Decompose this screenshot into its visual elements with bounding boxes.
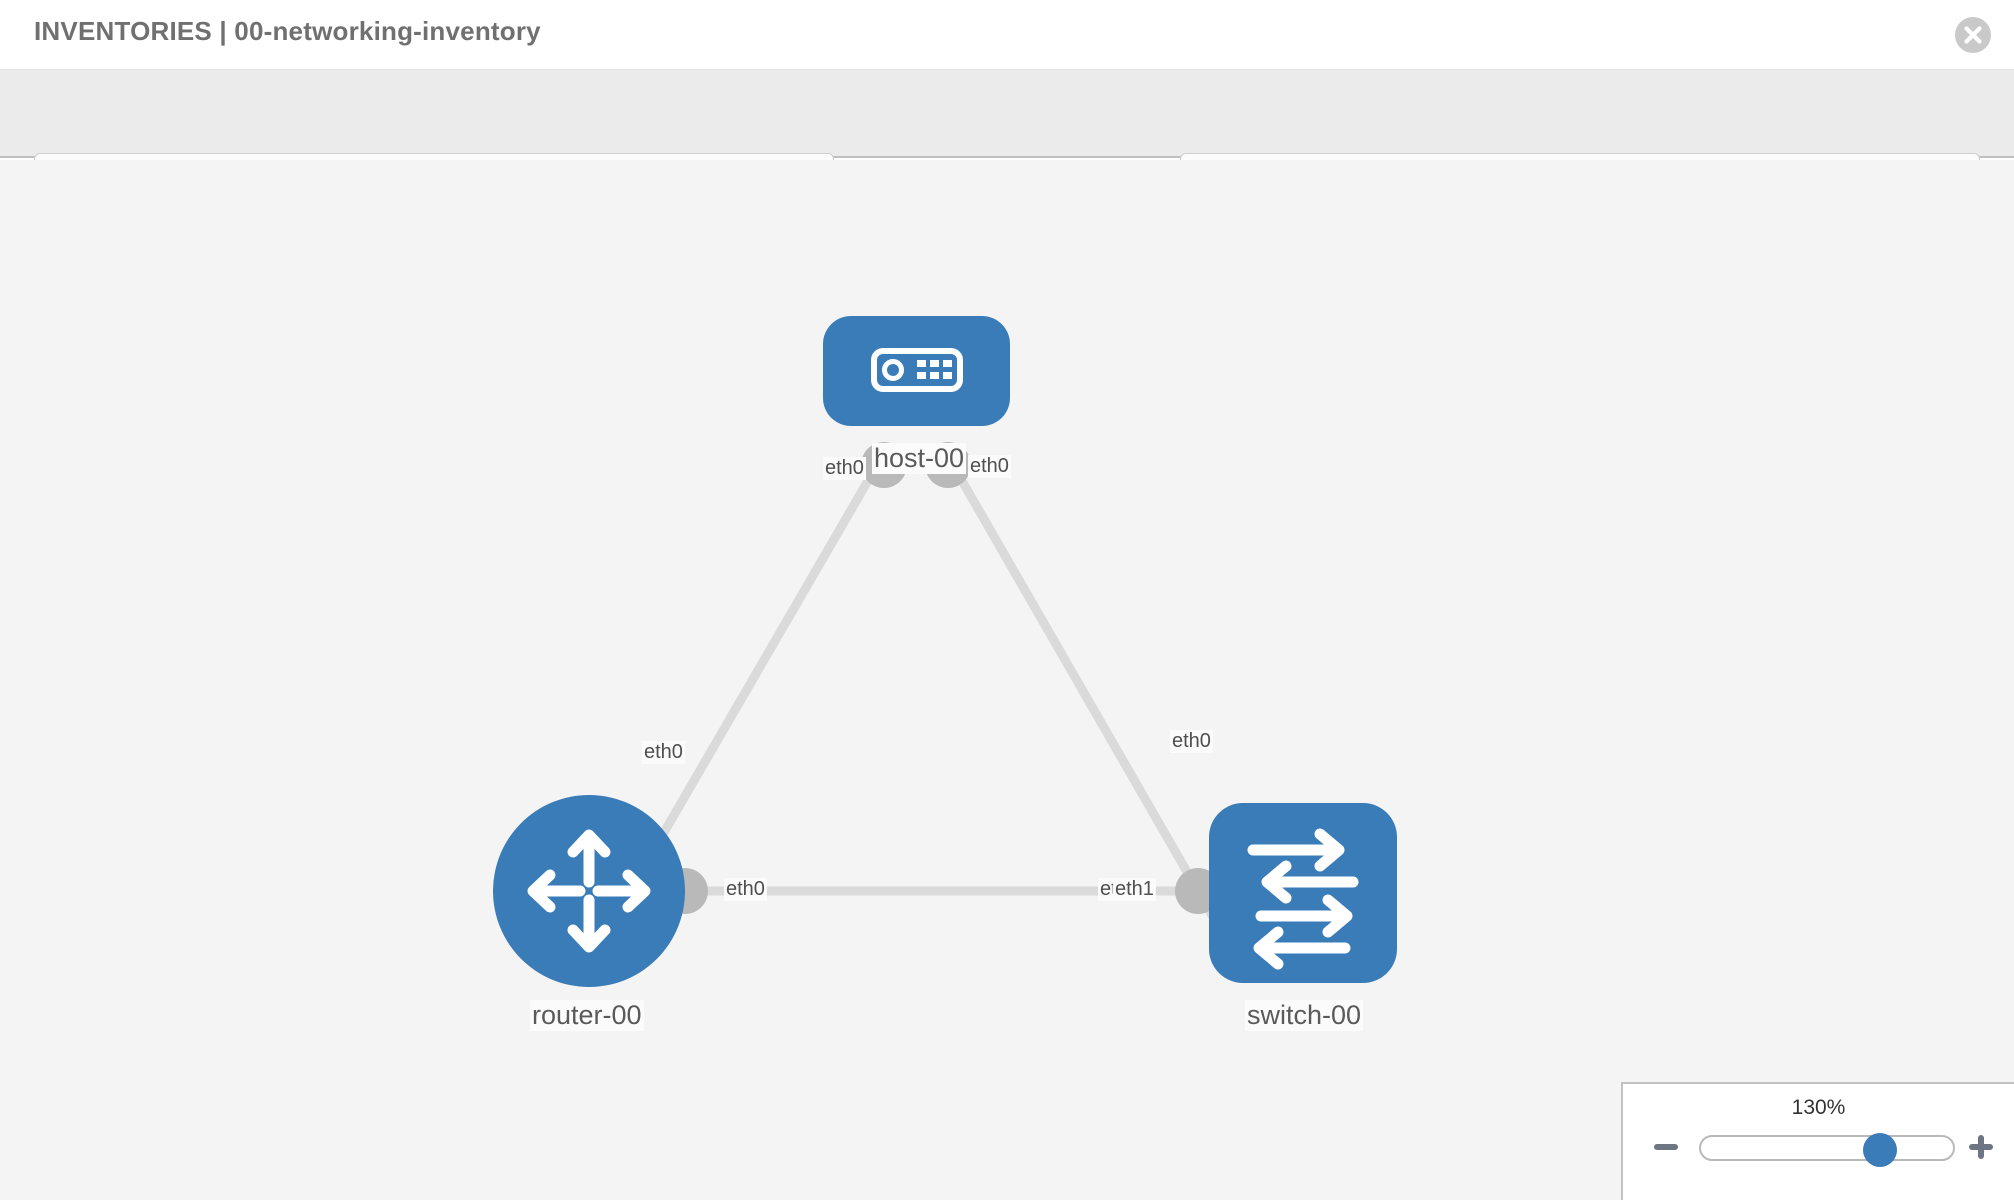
node-label-router-00: router-00 — [530, 1000, 644, 1032]
minus-icon — [1654, 1144, 1678, 1150]
close-circle-icon — [1955, 17, 1991, 53]
topology-links — [644, 457, 1236, 953]
node-label-switch-00: switch-00 — [1245, 1000, 1364, 1032]
topology-graph — [493, 316, 1397, 987]
iface-label-router00-eth0-uplink: eth0 — [642, 741, 685, 764]
iface-label-switch00-eth1: eth1 — [1113, 878, 1156, 901]
node-switch-00[interactable] — [1209, 803, 1397, 983]
router-arrows-icon — [527, 829, 651, 953]
switch-arrows-icon — [1247, 828, 1359, 970]
zoom-slider-thumb[interactable] — [1863, 1133, 1897, 1167]
zoom-out-button[interactable] — [1649, 1130, 1683, 1164]
zoom-in-button[interactable] — [1964, 1130, 1998, 1164]
plus-icon — [1969, 1135, 1993, 1159]
node-label-host-00: host-00 — [872, 443, 967, 475]
link-host00-switch00[interactable] — [946, 457, 1236, 953]
server-icon — [871, 348, 963, 392]
node-router-00[interactable] — [493, 795, 685, 987]
iface-label-router00-eth0: eth0 — [724, 878, 767, 901]
zoom-slider-track[interactable] — [1699, 1133, 1955, 1167]
node-host-00[interactable] — [823, 316, 1010, 426]
iface-label-host00-eth0-left: eth0 — [823, 457, 866, 480]
zoom-slider-row — [1623, 1130, 2014, 1174]
iface-label-switch00-eth0-uplink: eth0 — [1170, 730, 1213, 753]
zoom-percent-label: 130% — [1791, 1096, 1846, 1119]
page-title: INVENTORIES | 00-networking-inventory — [34, 16, 541, 46]
link-host00-router00[interactable] — [644, 457, 884, 863]
iface-label-host00-eth0-right: eth0 — [968, 455, 1011, 478]
topology-canvas[interactable]: host-00 router-00 switch-00 eth0 eth0 et… — [0, 160, 2014, 1200]
close-icon[interactable] — [1954, 16, 1992, 54]
page-header: INVENTORIES | 00-networking-inventory — [0, 0, 2014, 70]
inventory-toolbar: ACTIONS SEARCH — [0, 70, 2014, 203]
zoom-control-panel: 130% — [1621, 1082, 2014, 1200]
